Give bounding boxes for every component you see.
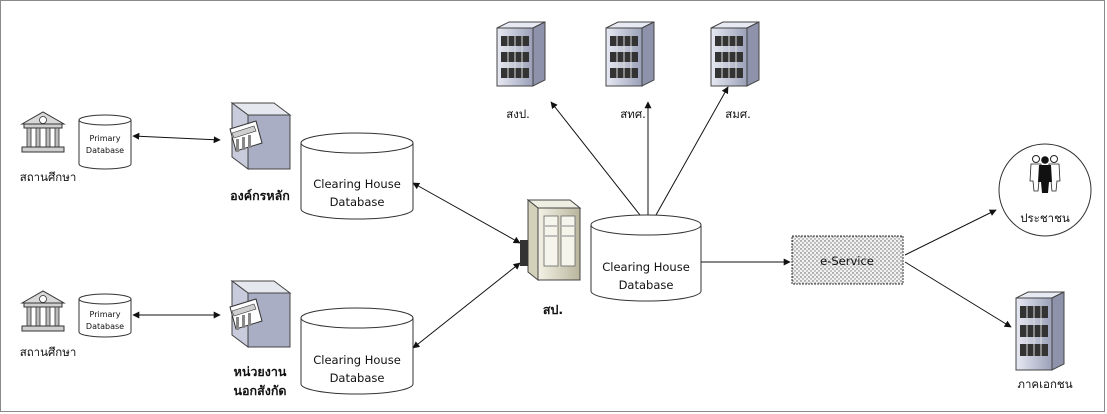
- central-label: สป.: [543, 302, 563, 317]
- primary-database-bottom: Primary Database: [78, 293, 132, 338]
- server-tower-icon: [520, 198, 582, 282]
- office-3-group: สมศ.: [710, 21, 760, 121]
- private-sector-label: ภาคเอกชน: [1017, 377, 1072, 391]
- central-group: สป. Clearing House Database: [520, 198, 702, 317]
- primary-db-label-line1: Primary: [90, 134, 121, 143]
- clearing-db-label-line1: Clearing House: [313, 177, 401, 191]
- primary-db-label-line2: Database: [86, 146, 124, 155]
- office-2-label: สทศ.: [620, 107, 646, 121]
- building-icon: [229, 102, 292, 170]
- clearing-db-label-line1: Clearing House: [602, 260, 690, 274]
- main-org-group: องค์กรหลัก Clearing House Database: [229, 102, 414, 220]
- school-top-label: สถานศึกษา: [20, 170, 77, 184]
- external-agency-label-line2: นอกสังกัด: [233, 383, 286, 398]
- clearing-db-label-line2: Database: [330, 371, 385, 385]
- clearing-db-label-line2: Database: [330, 195, 385, 209]
- connector-external-db-to-central: [412, 262, 521, 349]
- office-1-group: สงป.: [496, 21, 546, 121]
- external-agency-group: หน่วยงาน นอกสังกัด Clearing House Databa…: [229, 280, 414, 398]
- connector-eservice-to-citizens: [904, 209, 997, 256]
- primary-db-label-line1: Primary: [90, 310, 121, 319]
- bank-building-icon: [20, 290, 66, 332]
- external-agency-label-line1: หน่วยงาน: [234, 364, 287, 379]
- main-org-label: องค์กรหลัก: [230, 188, 290, 203]
- clearing-db-label-line1: Clearing House: [313, 353, 401, 367]
- private-sector-group: ภาคเอกชน: [1015, 291, 1073, 391]
- clearing-house-db-external: Clearing House Database: [300, 307, 414, 395]
- school-bottom-label: สถานศึกษา: [20, 345, 77, 359]
- citizens-group: ประชาชน: [998, 143, 1092, 237]
- clearing-house-db-main-org: Clearing House Database: [300, 132, 414, 220]
- eservice-label: e-Service: [820, 254, 874, 268]
- people-icon: [1029, 155, 1061, 193]
- bank-building-icon: [20, 111, 66, 153]
- eservice-box: e-Service: [791, 235, 904, 285]
- office-building-icon: [710, 21, 760, 87]
- office-2-group: สทศ.: [605, 21, 655, 121]
- connectors: [132, 86, 1012, 349]
- connector-main-org-db-to-central: [412, 182, 521, 244]
- connector-eservice-to-private: [904, 261, 1012, 328]
- clearing-db-label-line2: Database: [619, 278, 674, 292]
- citizens-label: ประชาชน: [1020, 211, 1070, 225]
- connector-school-top-to-main-org: [132, 132, 221, 144]
- connector-central-to-office-1: [550, 101, 641, 216]
- school-top-group: Primary Database สถานศึกษา: [20, 111, 132, 184]
- office-building-icon: [605, 21, 655, 87]
- primary-database-top: Primary Database: [78, 114, 132, 170]
- building-icon: [229, 280, 292, 348]
- office-3-label: สมศ.: [725, 107, 751, 121]
- clearing-house-db-central: Clearing House Database: [590, 214, 702, 302]
- school-bottom-group: Primary Database สถานศึกษา: [20, 290, 132, 359]
- office-building-icon: [1015, 291, 1065, 371]
- office-building-icon: [496, 21, 546, 87]
- connector-central-to-office-3: [655, 86, 729, 216]
- office-1-label: สงป.: [506, 107, 530, 121]
- primary-db-label-line2: Database: [86, 322, 124, 331]
